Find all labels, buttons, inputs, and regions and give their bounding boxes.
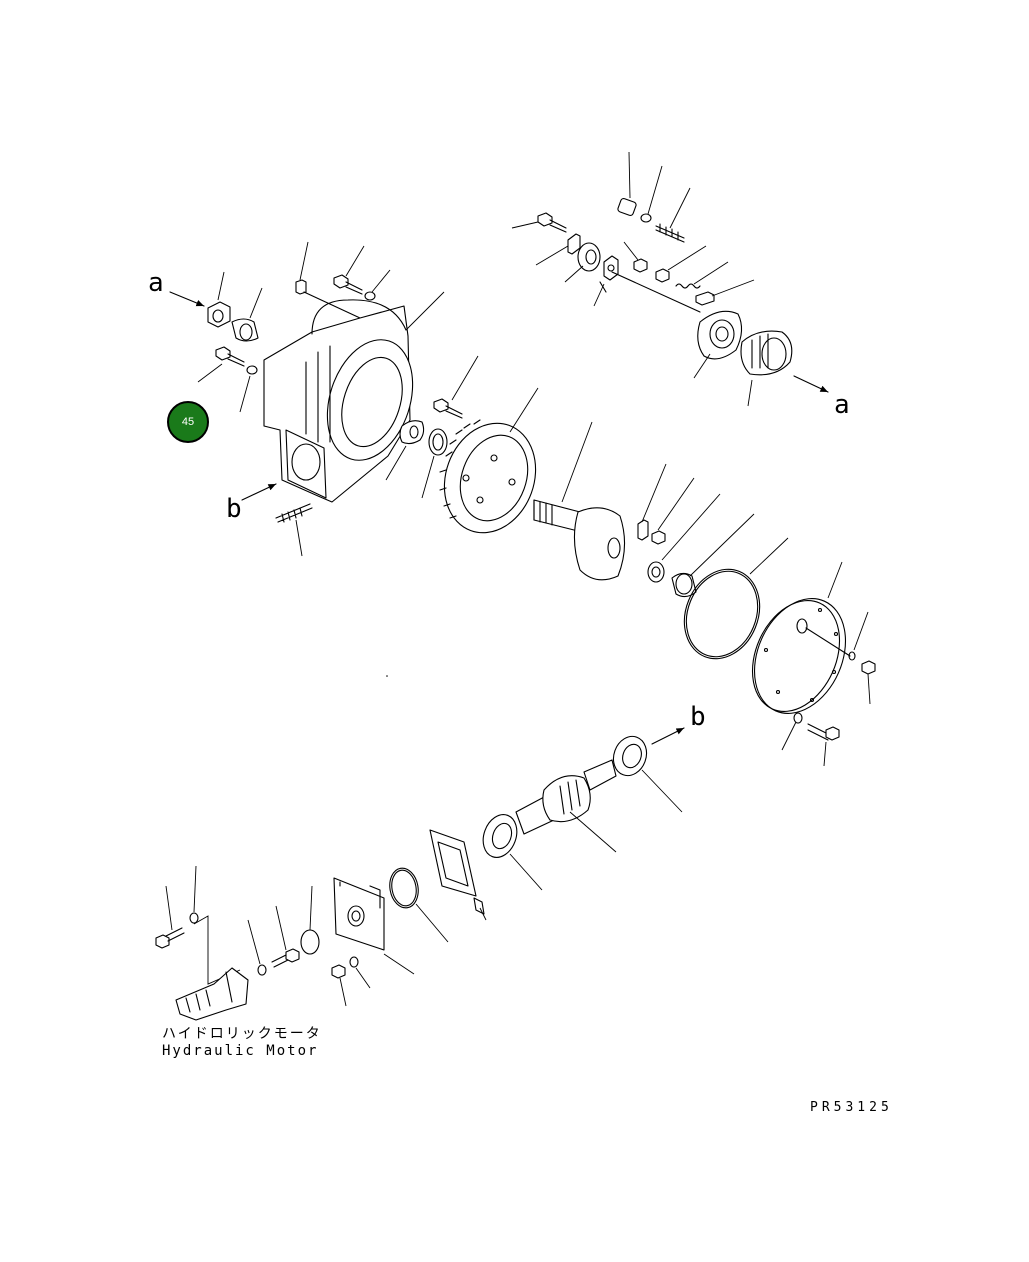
stud-bolt-part[interactable] <box>655 187 691 243</box>
left-housing-assembly <box>169 241 551 557</box>
shaft-center-line <box>611 271 701 313</box>
lock-plate-mid-part[interactable] <box>637 463 667 541</box>
collar-part[interactable] <box>385 420 425 481</box>
flange-washer-part[interactable] <box>349 956 371 989</box>
cage-part[interactable] <box>740 330 793 407</box>
pinion-shaft-part[interactable] <box>515 759 617 853</box>
position-badge[interactable]: 45 <box>167 401 209 443</box>
roller-bearing-upper-part[interactable] <box>608 732 683 813</box>
motor-o-ring-part[interactable] <box>387 866 449 943</box>
lock-plate-part[interactable] <box>535 233 581 266</box>
lever-part[interactable] <box>593 255 619 307</box>
plug-part[interactable] <box>300 885 320 955</box>
gear-bolt-part[interactable] <box>433 355 479 419</box>
flange-nut-part[interactable] <box>331 964 347 1007</box>
pin-part[interactable] <box>695 279 755 306</box>
cover-bolt-part[interactable] <box>861 660 876 705</box>
gasket-part[interactable] <box>429 829 487 921</box>
arrow-a-right <box>793 375 829 393</box>
callout-b-right: b <box>690 702 706 732</box>
callout-a-left: a <box>148 268 164 298</box>
arrow-a-left <box>169 291 205 307</box>
hydraulic-motor-part[interactable] <box>175 967 249 1021</box>
motor-bolt-part[interactable] <box>271 905 300 968</box>
bolt-side-part[interactable] <box>197 346 245 383</box>
top-right-assembly <box>511 151 829 407</box>
caption-japanese: ハイドロリックモータ <box>162 1026 322 1042</box>
gear-housing-part[interactable] <box>263 291 445 503</box>
caption-english: Hydraulic Motor <box>162 1043 319 1059</box>
bushing-part[interactable] <box>231 287 263 342</box>
mount-bolt-part[interactable] <box>155 885 185 949</box>
callout-b-left: b <box>226 494 242 524</box>
cover-bolt-lower-part[interactable] <box>807 723 840 767</box>
nut-part[interactable] <box>623 241 648 273</box>
bearing-cup-part[interactable] <box>671 513 755 598</box>
stud-part[interactable] <box>275 503 313 557</box>
cover-washer-part[interactable] <box>848 611 869 661</box>
washer-mid-part[interactable] <box>647 493 721 583</box>
sleeve-part[interactable] <box>617 151 637 217</box>
drawing-code: PR53125 <box>810 1100 893 1115</box>
motor-washer-part[interactable] <box>247 919 267 976</box>
ring-gear-part[interactable] <box>430 387 551 546</box>
washer-part[interactable] <box>640 165 663 223</box>
washer-top-part[interactable] <box>364 269 391 301</box>
washer-side-part[interactable] <box>239 365 258 413</box>
bearing-part[interactable] <box>564 242 601 283</box>
arrow-b-right <box>651 727 685 745</box>
snap-ring-part[interactable] <box>421 428 448 499</box>
hub-part[interactable] <box>693 310 743 379</box>
mount-washer-part[interactable] <box>189 865 241 985</box>
middle-assembly <box>533 421 876 767</box>
part-caption: ハイドロリックモータ Hydraulic Motor <box>162 1026 322 1060</box>
nut-mid-part[interactable] <box>651 477 695 545</box>
end-cover-part[interactable] <box>736 561 863 728</box>
position-badge-number: 45 <box>181 416 195 428</box>
arrow-b-left <box>241 483 277 501</box>
spring-part[interactable] <box>675 261 729 289</box>
bolt-top-part[interactable] <box>333 245 365 295</box>
motor-flange-part[interactable] <box>333 877 415 975</box>
pin-top-part[interactable] <box>295 241 361 319</box>
roller-bearing-lower-part[interactable] <box>477 810 543 891</box>
callout-a-right: a <box>834 390 850 420</box>
nut-cap-part[interactable] <box>207 271 231 328</box>
cover-washer-lower-part[interactable] <box>781 712 803 751</box>
output-shaft-part[interactable] <box>533 421 626 581</box>
bolt-part[interactable] <box>511 212 567 233</box>
o-ring-part[interactable] <box>671 537 789 670</box>
nut-washer-part[interactable] <box>655 245 707 283</box>
lower-assembly <box>155 727 685 1021</box>
